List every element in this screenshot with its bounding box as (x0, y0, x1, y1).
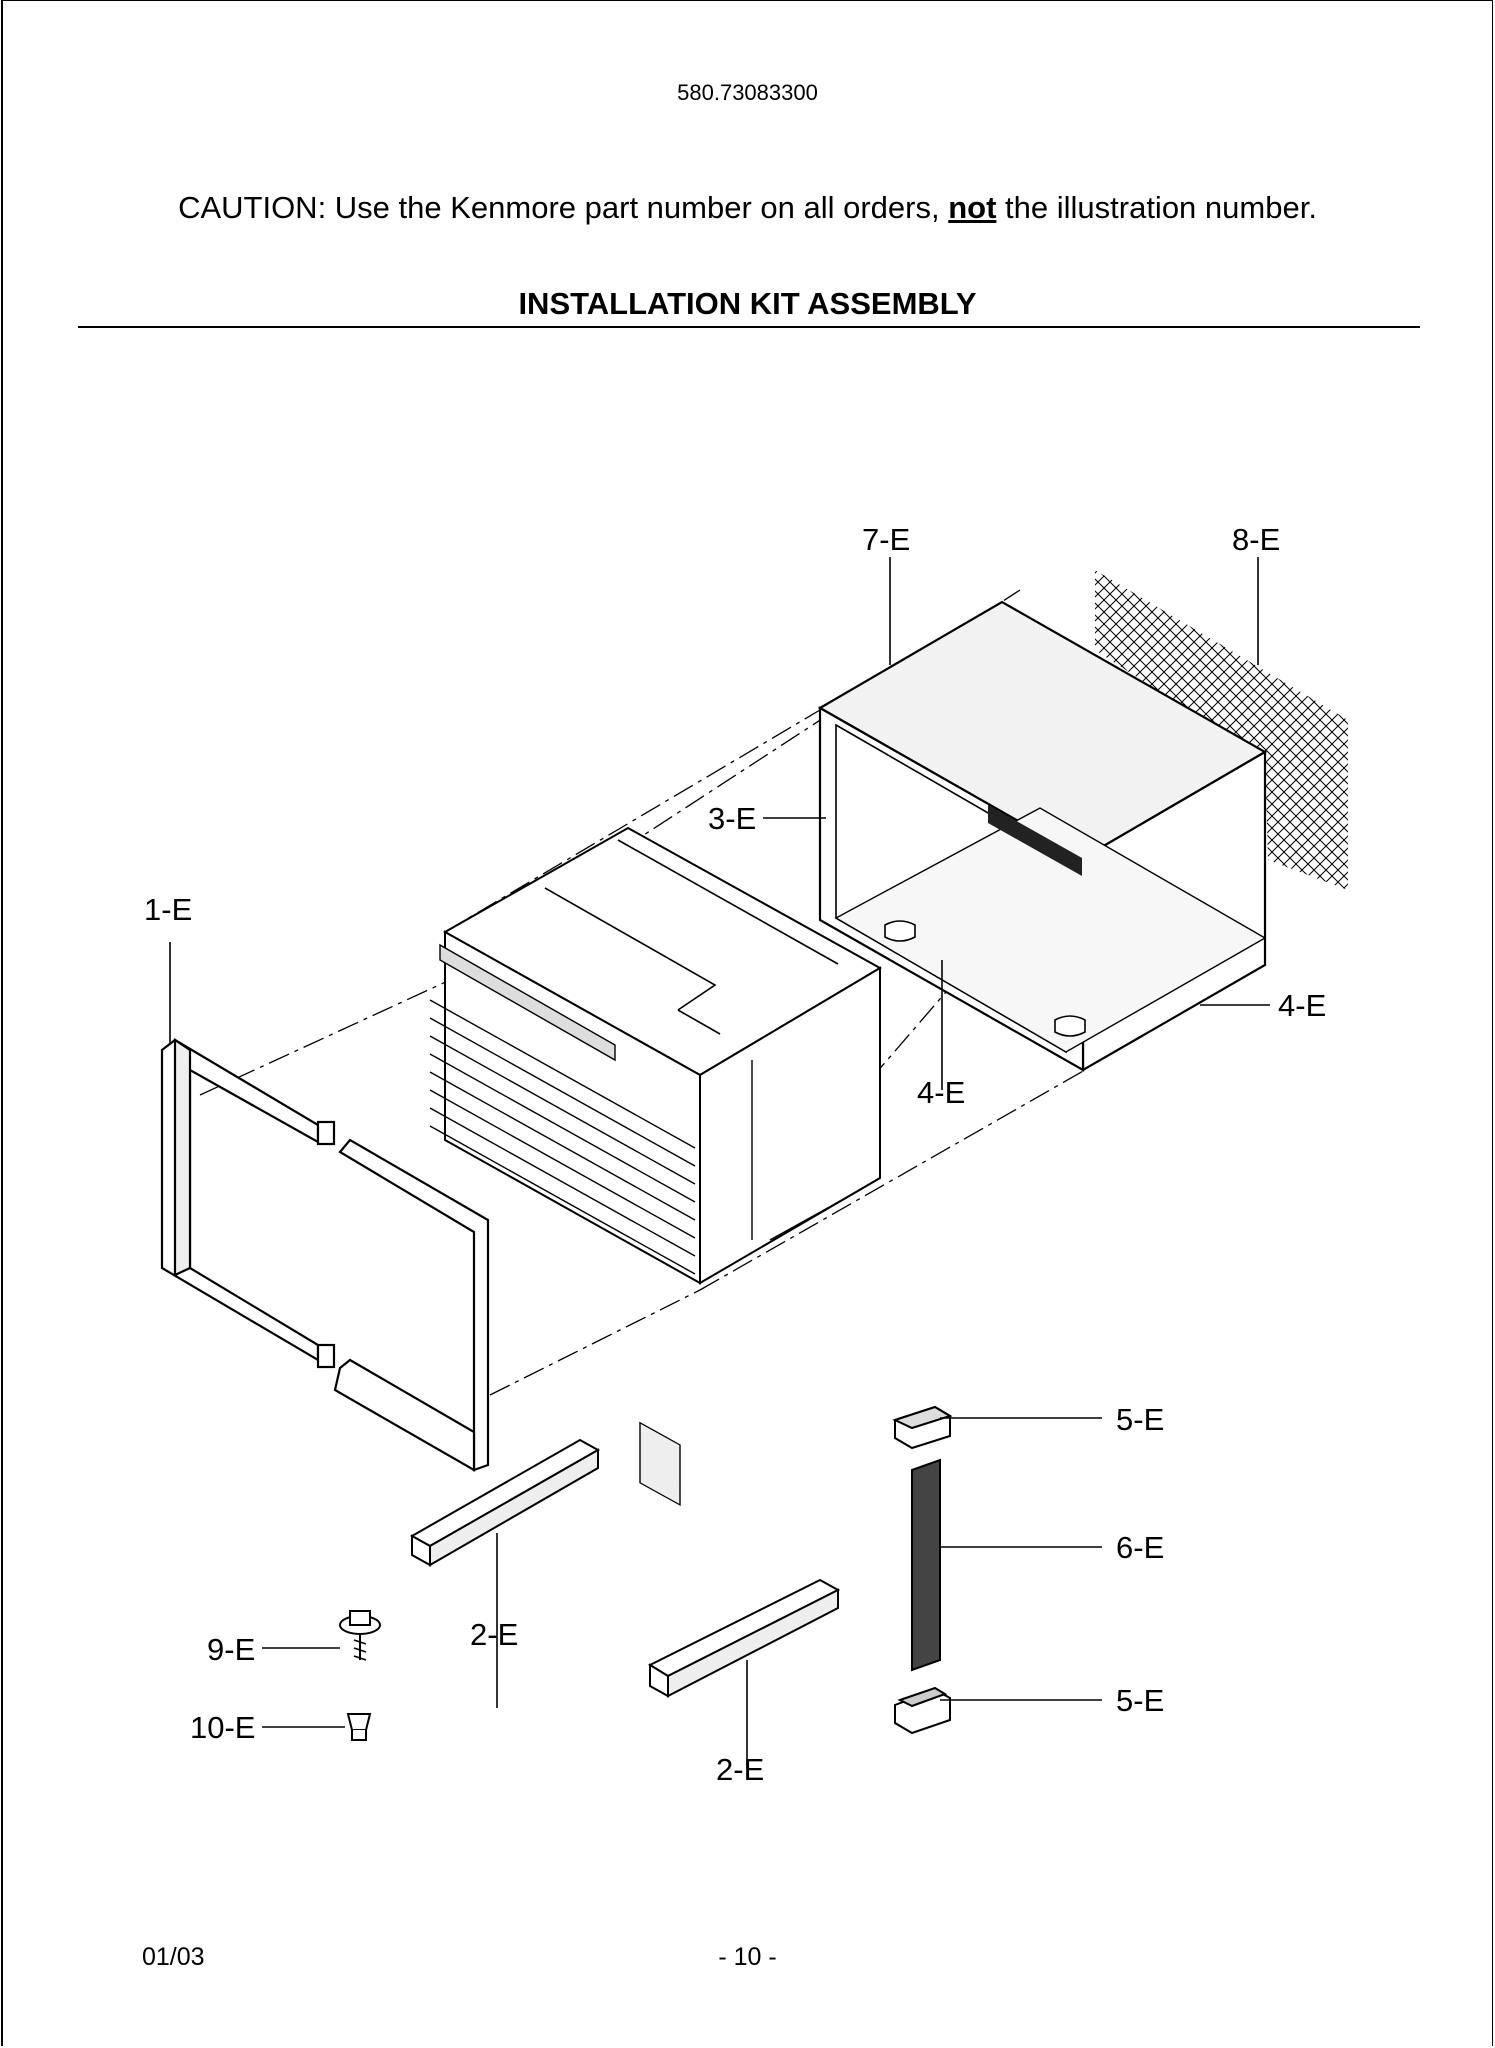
title-rule (78, 326, 1420, 328)
callout-2-e-lower: 2-E (716, 1752, 764, 1787)
foam-block-upper (892, 1405, 953, 1450)
callout-8-e: 8-E (1232, 522, 1280, 557)
footer-page-number: - 10 - (718, 1943, 777, 1971)
caution-suffix: the illustration number. (996, 190, 1317, 225)
callout-3-e: 3-E (708, 801, 756, 836)
sleeve-cabinet (817, 600, 1268, 1072)
caution-emphasis: not (948, 190, 997, 225)
callout-4-e-front: 4-E (917, 1075, 965, 1110)
side-bracket-upper (409, 1438, 601, 1567)
callout-5-e-lower: 5-E (1116, 1683, 1164, 1718)
section-title: INSTALLATION KIT ASSEMBLY (518, 286, 977, 321)
leader-lines (169, 557, 1270, 1768)
callout-5-e-upper: 5-E (1116, 1402, 1164, 1437)
seal-strip (911, 1458, 941, 1672)
footer-date: 01/03 (142, 1943, 205, 1971)
caution-prefix: CAUTION: Use the Kenmore part number on … (178, 190, 949, 225)
callout-6-e: 6-E (1116, 1530, 1164, 1565)
callout-10-e: 10-E (190, 1710, 255, 1745)
clip-fastener (346, 1713, 372, 1741)
side-bracket-lower (647, 1578, 841, 1698)
callout-9-e: 9-E (207, 1632, 255, 1667)
caution-note: CAUTION: Use the Kenmore part number on … (0, 190, 1495, 226)
callout-7-e: 7-E (862, 522, 910, 557)
side-frame (160, 1037, 490, 1472)
callout-2-e-upper: 2-E (470, 1617, 518, 1652)
screw-fastener (339, 1610, 381, 1661)
callout-4-e-side: 4-E (1278, 988, 1326, 1023)
foam-block-lower (894, 1686, 951, 1735)
model-number: 580.73083300 (677, 80, 818, 105)
callout-1-e: 1-E (144, 892, 192, 927)
air-conditioner-unit (429, 826, 883, 1507)
